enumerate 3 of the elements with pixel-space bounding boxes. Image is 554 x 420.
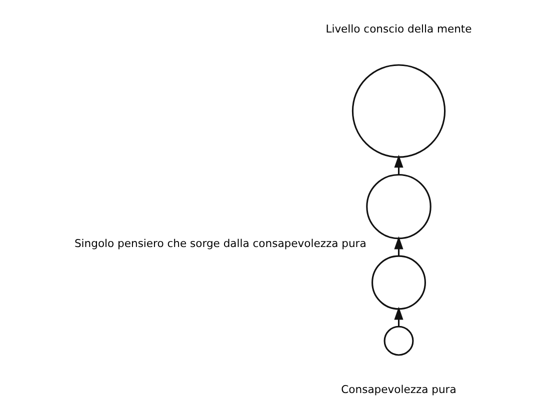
label: Consapevolezza pura [341,383,456,396]
label: Livello conscio della mente [326,22,472,36]
node-label: Singolo pensiero che sorge dalla consapevolezza pura [74,237,366,250]
